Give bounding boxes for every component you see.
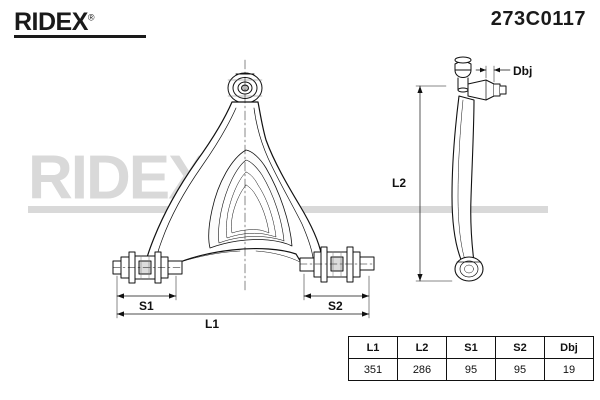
label-s2: S2 xyxy=(328,299,343,313)
spec-header-s2: S2 xyxy=(495,336,545,359)
ball-joint-stud xyxy=(467,79,507,101)
dimension-dbj xyxy=(475,65,511,83)
dimension-s1 xyxy=(116,293,177,299)
spec-value-dbj: 19 xyxy=(544,358,594,381)
dimension-s2 xyxy=(303,293,370,299)
dimension-l2 xyxy=(415,85,453,282)
label-s1: S1 xyxy=(139,299,154,313)
lower-bush-side xyxy=(454,256,484,282)
spec-table-row: 351 286 95 95 19 xyxy=(348,358,594,381)
brand-logo: RIDEX® xyxy=(14,8,95,37)
control-arm-side-view xyxy=(415,56,511,282)
spec-header-s1: S1 xyxy=(446,336,496,359)
spec-table: L1 L2 S1 S2 Dbj 351 286 95 95 19 xyxy=(348,336,594,381)
spec-value-l2: 286 xyxy=(397,358,447,381)
brand-logo-underline xyxy=(14,35,146,38)
right-bush-assembly xyxy=(299,246,375,283)
label-l1: L1 xyxy=(205,317,220,331)
spec-header-l2: L2 xyxy=(397,336,447,359)
dimension-l1 xyxy=(116,311,370,317)
brand-registered-mark: ® xyxy=(87,12,95,23)
part-number: 273C0117 xyxy=(490,8,586,30)
spec-header-dbj: Dbj xyxy=(544,336,594,359)
spec-header-l1: L1 xyxy=(348,336,398,359)
control-arm-front-view xyxy=(112,59,375,319)
label-l2: L2 xyxy=(392,176,407,190)
spec-value-s2: 95 xyxy=(495,358,545,381)
spec-value-l1: 351 xyxy=(348,358,398,381)
left-bush-assembly xyxy=(112,251,183,284)
brand-logo-text: RIDEX xyxy=(14,8,88,36)
spec-value-s1: 95 xyxy=(446,358,496,381)
spec-table-header-row: L1 L2 S1 S2 Dbj xyxy=(348,336,594,359)
label-dbj: Dbj xyxy=(513,64,533,78)
ball-joint-top xyxy=(454,56,472,93)
